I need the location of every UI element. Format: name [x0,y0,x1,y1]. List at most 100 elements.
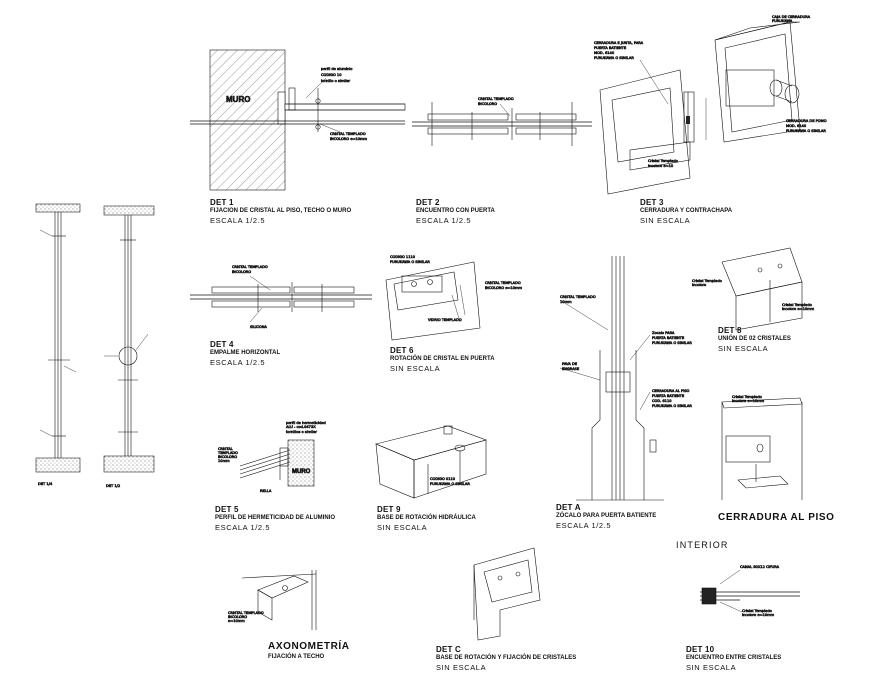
svg-text:PUERTA BATIENTE: PUERTA BATIENTE [652,394,685,398]
svg-text:INCOLORO: INCOLORO [478,102,497,106]
det4-drawing: CRISTAL TEMPLADO INCOLORO SILICONA [190,265,372,329]
detC-caption: DET C BASE DE ROTACIÓN Y FIJACIÓN DE CRI… [436,645,576,672]
svg-text:CRISTAL TEMPLADO: CRISTAL TEMPLADO [228,611,264,615]
detA-scale: ESCALA 1/2.5 [556,520,612,530]
axonometria-title: AXONOMETRÍA [268,641,350,652]
svg-text:FURUKAWA O SIMILAR: FURUKAWA O SIMILAR [430,482,470,486]
det5-muro-label: MURO [292,469,311,475]
svg-text:INCOLORO: INCOLORO [218,455,237,459]
svg-text:INCOLORO: INCOLORO [228,615,247,619]
det1-drawing: perfil de aluminio CODIGO 10 tornillo o … [190,49,406,191]
svg-text:incoloro: incoloro [692,283,706,287]
det5-description: PERFIL DE HERMETICIDAD DE ALUMINIO [215,515,336,521]
svg-text:INCOLORO e=10mm: INCOLORO e=10mm [485,286,523,290]
svg-text:tornillo o similar: tornillo o similar [321,79,351,83]
svg-text:FURUKAWA: FURUKAWA [772,19,793,23]
det2-drawing: CRISTAL TEMPLADO INCOLORO [412,97,592,146]
det3-lock-drawing: CERRADURA E JUNTA, PARA PUERTA BATIENTE … [594,41,707,195]
detA-description: ZÓCALO PARA PUERTA BATIENTE [556,513,657,519]
svg-text:perfil de aluminio: perfil de aluminio [321,67,352,71]
svg-text:FURUKAWA O SIMILAR: FURUKAWA O SIMILAR [786,129,826,133]
svg-text:DET 1/4: DET 1/4 [38,482,53,486]
det10-description: ENCUENTRO ENTRE CRISTALES [686,655,782,661]
svg-text:Cristal Templado: Cristal Templado [692,279,722,283]
svg-text:incoloro e=10mm: incoloro e=10mm [742,613,775,617]
det2-caption: DET 2 ENCUENTRO CON PUERTA ESCALA 1/2.5 [416,198,495,225]
detC-drawing [473,547,541,641]
svg-text:CODIGO 10: CODIGO 10 [321,73,342,77]
det8-drawing: Cristal Templado incoloro Cristal Templa… [692,247,815,331]
svg-text:SILICONA: SILICONA [250,325,267,329]
det4-description: EMPALME HORIZONTAL [210,350,281,356]
svg-text:TEMPLADO: TEMPLADO [217,451,238,455]
detC-number: DET C [436,645,461,654]
det1-scale: ESCALA 1/2.5 [210,215,266,225]
elevation-left: DET 1/4 [35,203,81,486]
svg-text:CODIGO 1110: CODIGO 1110 [390,255,416,259]
svg-text:PUERTA BATIENTE: PUERTA BATIENTE [594,46,627,50]
det8-description: UNIÓN DE 02 CRISTALES [718,336,791,342]
svg-text:incoloro e=10mm: incoloro e=10mm [782,307,815,311]
svg-text:CRISTAL TEMPLADO: CRISTAL TEMPLADO [232,265,268,269]
svg-text:e=10mm: e=10mm [228,619,245,623]
svg-text:INCOLORO e=10mm: INCOLORO e=10mm [330,137,368,141]
svg-text:MOD. 6140: MOD. 6140 [594,51,615,55]
det9-description: BASE DE ROTACIÓN HIDRÁULICA [377,515,476,521]
det5-caption: DET 5 PERFIL DE HERMETICIDAD DE ALUMINIO… [215,505,335,532]
det3-contrachapa-drawing: CAJA DE CERRADURA FURUKAWA CERRADURA DE … [714,15,827,143]
svg-text:Cristal Templado: Cristal Templado [732,395,762,399]
det4-caption: DET 4 EMPALME HORIZONTAL ESCALA 1/2.5 [210,340,280,367]
det6-number: DET 6 [390,346,414,355]
det9-scale: SIN ESCALA [377,522,428,532]
svg-text:ENGRASE: ENGRASE [562,367,580,371]
svg-text:PAVA DE: PAVA DE [562,362,578,366]
svg-text:Cristal Templado: Cristal Templado [648,159,678,163]
svg-text:incoloro e=10: incoloro e=10 [648,164,674,168]
svg-text:CRISTAL TEMPLADO: CRISTAL TEMPLADO [478,97,514,101]
elevation-right: DET 1/2 [103,205,155,488]
det3-scale: SIN ESCALA [640,215,691,225]
svg-text:tornillos o similar: tornillos o similar [286,430,317,434]
svg-text:FURUKAWA O SIMILAR: FURUKAWA O SIMILAR [390,260,430,264]
det4-scale: ESCALA 1/2.5 [210,357,266,367]
det1-muro-label: MURO [226,95,250,104]
det8-number: DET 8 [718,326,742,335]
det3-number: DET 3 [640,198,664,207]
detC-scale: SIN ESCALA [436,662,487,672]
svg-text:CERRADURA DE POMO: CERRADURA DE POMO [786,119,827,123]
det9-drawing: CODIGO 0110 FURUKAWA O SIMILAR [375,425,487,499]
svg-text:perfil de hermeticidad: perfil de hermeticidad [286,421,326,425]
det9-number: DET 9 [377,505,401,514]
det10-number: DET 10 [686,645,715,654]
svg-text:10mm: 10mm [218,459,230,463]
svg-text:CANAL 30X12 CIFURA: CANAL 30X12 CIFURA [740,565,780,569]
svg-text:FURUKAWA O SIMILAR: FURUKAWA O SIMILAR [652,404,692,408]
svg-text:10mm: 10mm [560,300,572,304]
det6-description: ROTACIÓN DE CRISTAL EN PUERTA [390,356,495,362]
svg-text:PUERTA BATIENTE: PUERTA BATIENTE [652,336,685,340]
det5-drawing: MURO perfil de hermeticidad ALU - cod.64… [217,421,326,494]
svg-text:incoloro e=10mm: incoloro e=10mm [732,399,765,403]
svg-text:INCOLORO: INCOLORO [232,270,251,274]
det8-caption: DET 8 UNIÓN DE 02 CRISTALES SIN ESCALA [718,326,791,353]
interior-label: INTERIOR [676,540,729,550]
svg-text:CODIGO 0110: CODIGO 0110 [430,477,456,481]
svg-text:Zocalo PARA: Zocalo PARA [652,331,675,335]
svg-text:ALU - cod.6473X: ALU - cod.6473X [286,425,316,429]
detA-number: DET A [556,503,581,512]
axonometria-subtitle: FIJACIÓN A TECHO [268,653,325,660]
det6-caption: DET 6 ROTACIÓN DE CRISTAL EN PUERTA SIN … [390,346,495,373]
cerradura-piso-title: CERRADURA AL PISO [718,512,835,523]
svg-text:CERRADURA E JUNTA, PARA: CERRADURA E JUNTA, PARA [594,41,644,45]
det9-caption: DET 9 BASE DE ROTACIÓN HIDRÁULICA SIN ES… [377,505,476,532]
det1-number: DET 1 [210,198,234,207]
det5-scale: ESCALA 1/2.5 [215,522,271,532]
det2-description: ENCUENTRO CON PUERTA [416,208,495,214]
det1-caption: DET 1 FIJACION DE CRISTAL AL PISO, TECHO… [210,198,351,225]
svg-text:Cristal Templado: Cristal Templado [782,303,812,307]
det8-scale: SIN ESCALA [718,343,769,353]
svg-text:MOD. 6140: MOD. 6140 [786,124,807,128]
svg-text:CRISTAL TEMPLADO: CRISTAL TEMPLADO [330,132,366,136]
svg-text:CRISTAL: CRISTAL [218,447,233,451]
